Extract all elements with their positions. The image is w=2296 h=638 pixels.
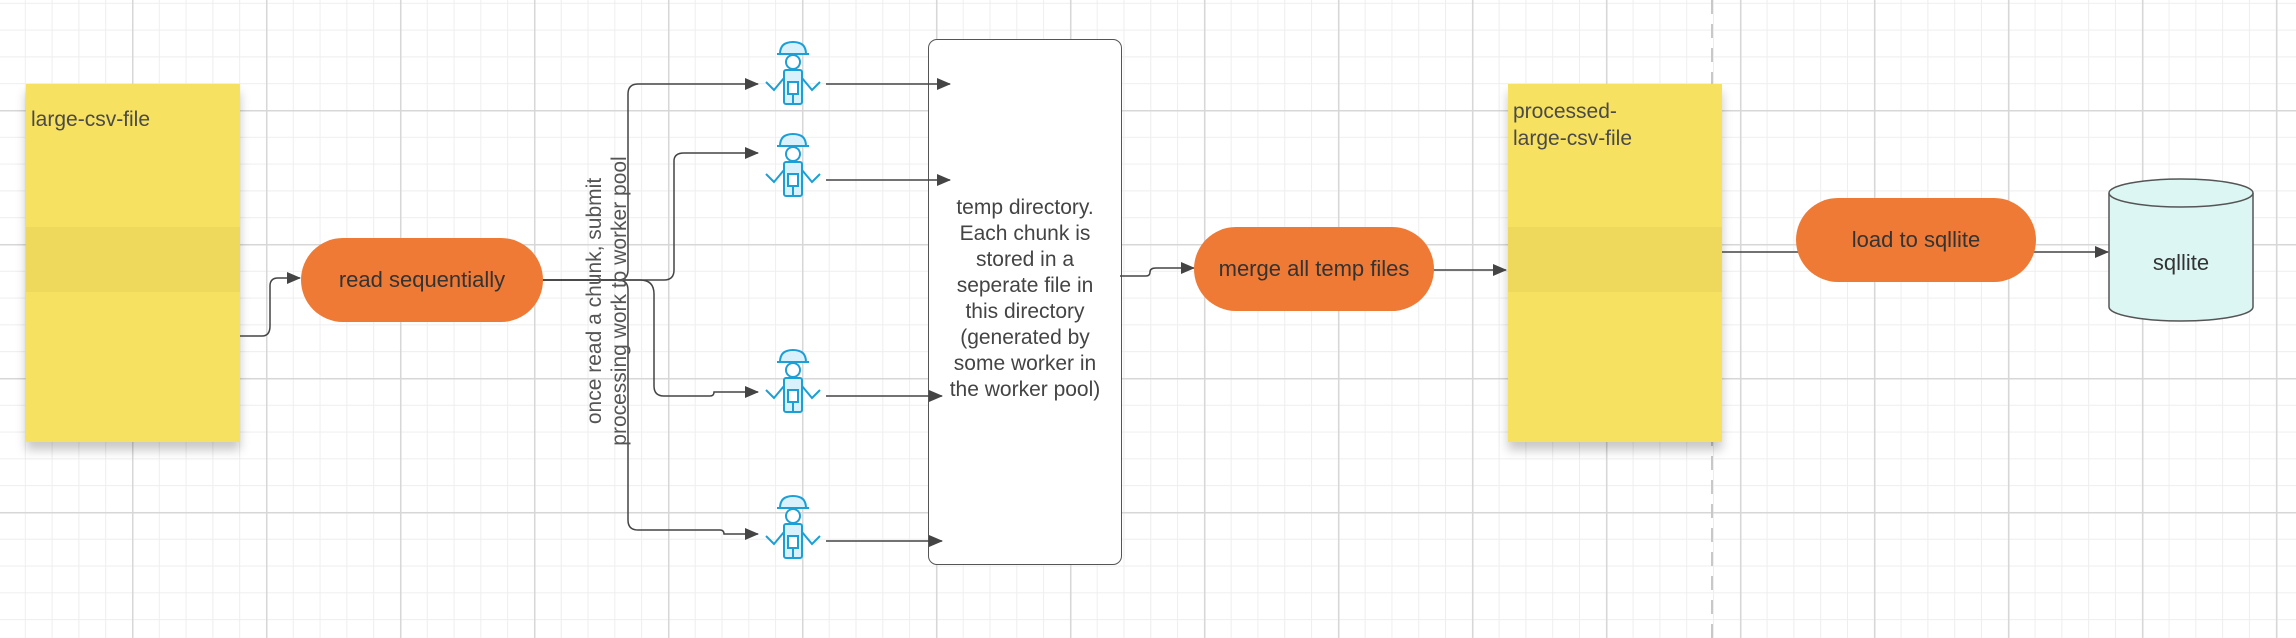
temp-directory-line-6: (generated by: [960, 326, 1090, 349]
temp-directory-line-2: Each chunk is: [959, 222, 1091, 245]
chunk-submit-note-line-1: once read a chunk, submit: [583, 177, 606, 425]
arrow-read-to-worker-3: [542, 279, 759, 398]
worker-icon: [765, 40, 821, 105]
load-to-sqllite-step[interactable]: load to sqllite: [1796, 198, 2036, 282]
arrow-read-to-worker-1: [542, 78, 759, 281]
database-cylinder[interactable]: [2106, 176, 2256, 328]
temp-directory-text: temp directory. Each chunk is stored in …: [930, 195, 1120, 403]
arrow-temp-to-merge: [1120, 262, 1195, 277]
output-file-label: processed- large-csv-file: [1513, 98, 1713, 152]
output-file-note[interactable]: processed- large-csv-file: [1508, 84, 1722, 442]
input-file-label: large-csv-file: [31, 108, 151, 131]
worker-icon: [765, 348, 821, 413]
chunk-submit-note: once read a chunk, submit processing wor…: [582, 131, 638, 471]
temp-directory-line-1: temp directory.: [956, 196, 1094, 219]
merge-temp-files-step[interactable]: merge all temp files: [1194, 227, 1434, 311]
output-file-label-line-2: large-csv-file: [1513, 127, 1633, 150]
input-file-note[interactable]: large-csv-file: [26, 84, 240, 442]
temp-directory-line-8: the worker pool): [949, 378, 1101, 401]
temp-directory-line-7: some worker in: [953, 352, 1097, 375]
temp-directory-line-4: seperate file in: [956, 274, 1094, 297]
arrow-read-to-worker-4: [542, 279, 759, 540]
output-file-label-line-1: processed-: [1513, 100, 1617, 123]
arrow-input-to-read: [240, 272, 301, 337]
database-label: sqllite: [2152, 250, 2210, 275]
temp-directory-line-3: stored in a: [975, 248, 1075, 271]
chunk-submit-note-line-2: processing work to worker pool: [608, 156, 631, 446]
temp-directory-box[interactable]: [928, 39, 1122, 565]
read-sequentially-step[interactable]: read sequentially: [301, 238, 543, 322]
worker-icon: [765, 132, 821, 197]
arrow-read-to-worker-2: [542, 147, 759, 281]
worker-icon: [765, 494, 821, 559]
temp-directory-line-5: this directory: [965, 300, 1085, 323]
